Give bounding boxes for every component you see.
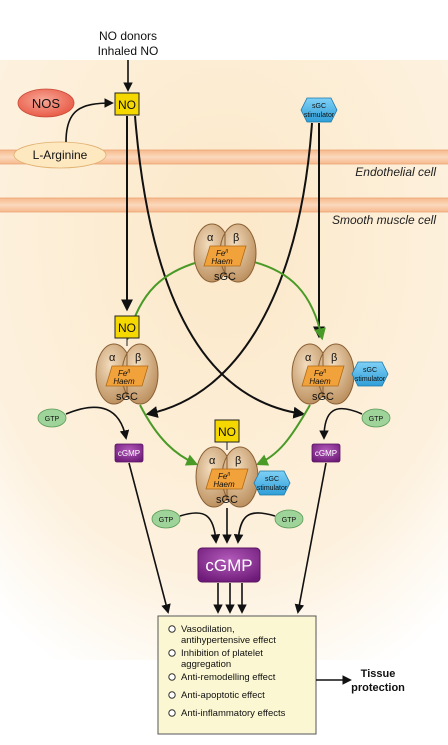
effect-item: Anti-apoptotic effect (168, 690, 265, 701)
alpha-label: α (305, 352, 312, 364)
effect-bullet-icon (168, 649, 176, 657)
effect-item: Anti-remodelling effect (168, 672, 276, 683)
effect-text: antihypertensive effect (181, 635, 276, 646)
haem-label: Haem (113, 377, 135, 386)
sgc-label: sGC (214, 271, 236, 283)
arrow-cgmp-left-to-effects (128, 462, 171, 614)
endothelial-cell-label: Endothelial cell (355, 165, 436, 179)
l-arginine-label: L-Arginine (33, 148, 88, 162)
gtp-right (361, 408, 391, 428)
haem-label: Haem (309, 377, 331, 386)
cgmp-right (311, 443, 341, 463)
effect-item: Anti-inflammatory effects (168, 708, 286, 719)
effect-bullet-icon (168, 673, 176, 681)
cgmp-main-label: cGMP (205, 556, 252, 575)
sgc-stimulator-bottom-line1: sGC (265, 476, 279, 483)
effect-text: Inhibition of platelet (181, 648, 263, 659)
cgmp-left-label: cGMP (118, 449, 140, 458)
effect-text: Anti-apoptotic effect (181, 690, 265, 701)
beta-label: β (233, 232, 239, 244)
effect-bullet-icon (168, 625, 176, 633)
sgc-label: sGC (312, 391, 334, 403)
arrow-cgmp-right-to-effects (294, 462, 327, 614)
alpha-label: α (207, 232, 214, 244)
smooth-muscle-cell-label: Smooth muscle cell (332, 213, 436, 227)
fe-label: FeII (314, 369, 327, 378)
gtp-bottom-left (151, 509, 181, 529)
beta-label: β (135, 352, 141, 364)
alpha-label: α (209, 455, 216, 467)
no-label-top: NO (118, 98, 136, 112)
effects-list: Vasodilation,antihypertensive effectInhi… (168, 624, 286, 719)
cgmp-left (114, 443, 144, 463)
fe-label: FeII (118, 369, 131, 378)
green-arrow-left-to-bottom (139, 404, 199, 466)
sgc-stimulator-bottom-line2: stimulator (257, 485, 288, 492)
inhaled-no-label: Inhaled NO (98, 44, 159, 58)
effect-text: aggregation (181, 659, 231, 670)
green-arrow-top-to-right (253, 261, 326, 341)
gtp-bottom-right (274, 509, 304, 529)
beta-label: β (235, 455, 241, 467)
gtp-left (37, 408, 67, 428)
fe-label: FeII (216, 249, 229, 258)
sgc-label: sGC (116, 391, 138, 403)
no-label-bottom: NO (218, 425, 236, 439)
nos-oval (17, 88, 75, 118)
effect-bullet-icon (168, 709, 176, 717)
no-box-top (114, 92, 140, 116)
effect-text: Anti-inflammatory effects (181, 708, 286, 719)
gtp-left-label: GTP (45, 416, 60, 423)
haem-label: Haem (213, 480, 235, 489)
sgc-enzyme-left: α β FeII Haem sGC (95, 343, 159, 405)
fe-label: FeII (218, 472, 231, 481)
arrow-arginine-to-no (65, 98, 114, 143)
sgc-label: sGC (216, 494, 238, 506)
l-arginine-oval (13, 141, 107, 169)
effect-item: Vasodilation,antihypertensive effect (168, 624, 276, 646)
gtp-right-label: GTP (369, 416, 384, 423)
gtp-bottom-left-label: GTP (159, 517, 174, 524)
sgc-stimulator-right (351, 361, 389, 387)
effect-text: Anti-remodelling effect (181, 672, 276, 683)
sgc-enzyme-right: α β FeII Haem sGC (291, 343, 355, 405)
gtp-bottom-right-label: GTP (282, 517, 297, 524)
tissue-protection-line1: Tissue (361, 668, 396, 680)
cgmp-main (197, 547, 261, 583)
sgc-enzyme-bottom: α β FeII Haem sGC (195, 446, 259, 508)
effect-bullet-icon (168, 691, 176, 699)
no-label-left: NO (118, 321, 136, 335)
sgc-stimulator-top (300, 97, 338, 123)
haem-label: Haem (211, 257, 233, 266)
effect-text: Vasodilation, (181, 624, 235, 635)
alpha-label: α (109, 352, 116, 364)
tissue-protection-line2: protection (351, 682, 405, 694)
sgc-stimulator-right-line2: stimulator (355, 376, 386, 383)
cgmp-right-label: cGMP (315, 449, 337, 458)
nos-label: NOS (32, 96, 61, 111)
smooth-muscle-membrane (0, 197, 448, 213)
sgc-stimulator-bottom (253, 470, 291, 496)
sgc-stimulator-top-line1: sGC (312, 103, 326, 110)
effects-box (157, 615, 317, 735)
no-donors-label: NO donors (99, 29, 157, 43)
beta-label: β (331, 352, 337, 364)
green-arrow-right-to-bottom (255, 404, 311, 466)
arrow-stimulator-to-bottom-sgc (145, 122, 313, 418)
sgc-enzyme-top: α β FeII Haem sGC (193, 223, 257, 283)
sgc-stimulator-right-line1: sGC (363, 367, 377, 374)
sgc-stimulator-top-line2: stimulator (304, 112, 335, 119)
arrow-no-to-bottom-sgc (134, 115, 306, 419)
endothelial-membrane (0, 149, 448, 165)
